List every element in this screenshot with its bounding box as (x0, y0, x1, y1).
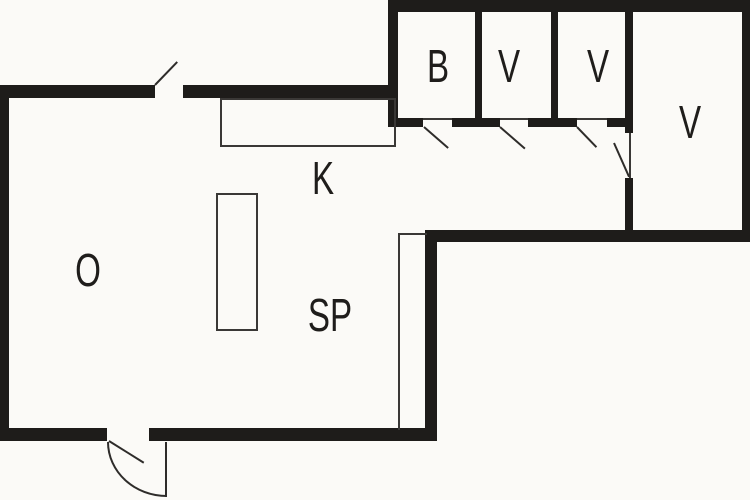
wall-main-bottom-right (149, 428, 437, 441)
wall-rooms-bottom-seg4 (607, 118, 633, 127)
room-label-k: K (311, 152, 335, 204)
threshold-room-v1 (500, 118, 528, 120)
threshold-room-b (423, 118, 452, 120)
kitchen-island-outline (216, 193, 258, 331)
wall-main-left (0, 85, 9, 441)
wall-outer-right (742, 0, 750, 242)
door-leaf-room-v2 (576, 126, 598, 148)
closet-outline-left (398, 233, 400, 430)
threshold-room-vlarge (629, 133, 631, 178)
closet-outline-top (398, 233, 427, 235)
door-open-leaf-bottom-entrance (165, 442, 167, 497)
wall-vlarge-left-upper (625, 12, 633, 133)
room-label-b: B (426, 40, 450, 92)
door-leaf-top-entrance (154, 61, 178, 86)
wall-b-v-partition (475, 12, 482, 127)
wall-upper-left (388, 0, 398, 127)
wall-sp-right (425, 230, 437, 441)
threshold-room-v2 (577, 118, 607, 120)
door-leaf-room-b (423, 126, 449, 149)
wall-hall-bottom (425, 230, 750, 242)
wall-rooms-bottom-seg1 (398, 118, 423, 127)
wall-upper-top (388, 0, 750, 12)
room-label-sp: SP (307, 289, 353, 341)
wall-main-bottom-left (0, 428, 107, 441)
wall-v-v-partition (551, 12, 558, 127)
door-swing-arc-bottom-entrance (107, 442, 167, 497)
wall-vlarge-left-lower (625, 178, 633, 242)
room-label-v2: V (586, 40, 610, 92)
room-label-o: O (75, 244, 101, 296)
door-leaf-room-v1 (499, 126, 526, 150)
room-label-v1: V (497, 40, 521, 92)
kitchen-counter-outline (220, 98, 396, 147)
door-leaf-room-vlarge (613, 142, 630, 178)
room-label-vlarge: V (678, 96, 702, 148)
wall-main-top-right (183, 85, 398, 98)
wall-main-top-left (0, 85, 155, 98)
